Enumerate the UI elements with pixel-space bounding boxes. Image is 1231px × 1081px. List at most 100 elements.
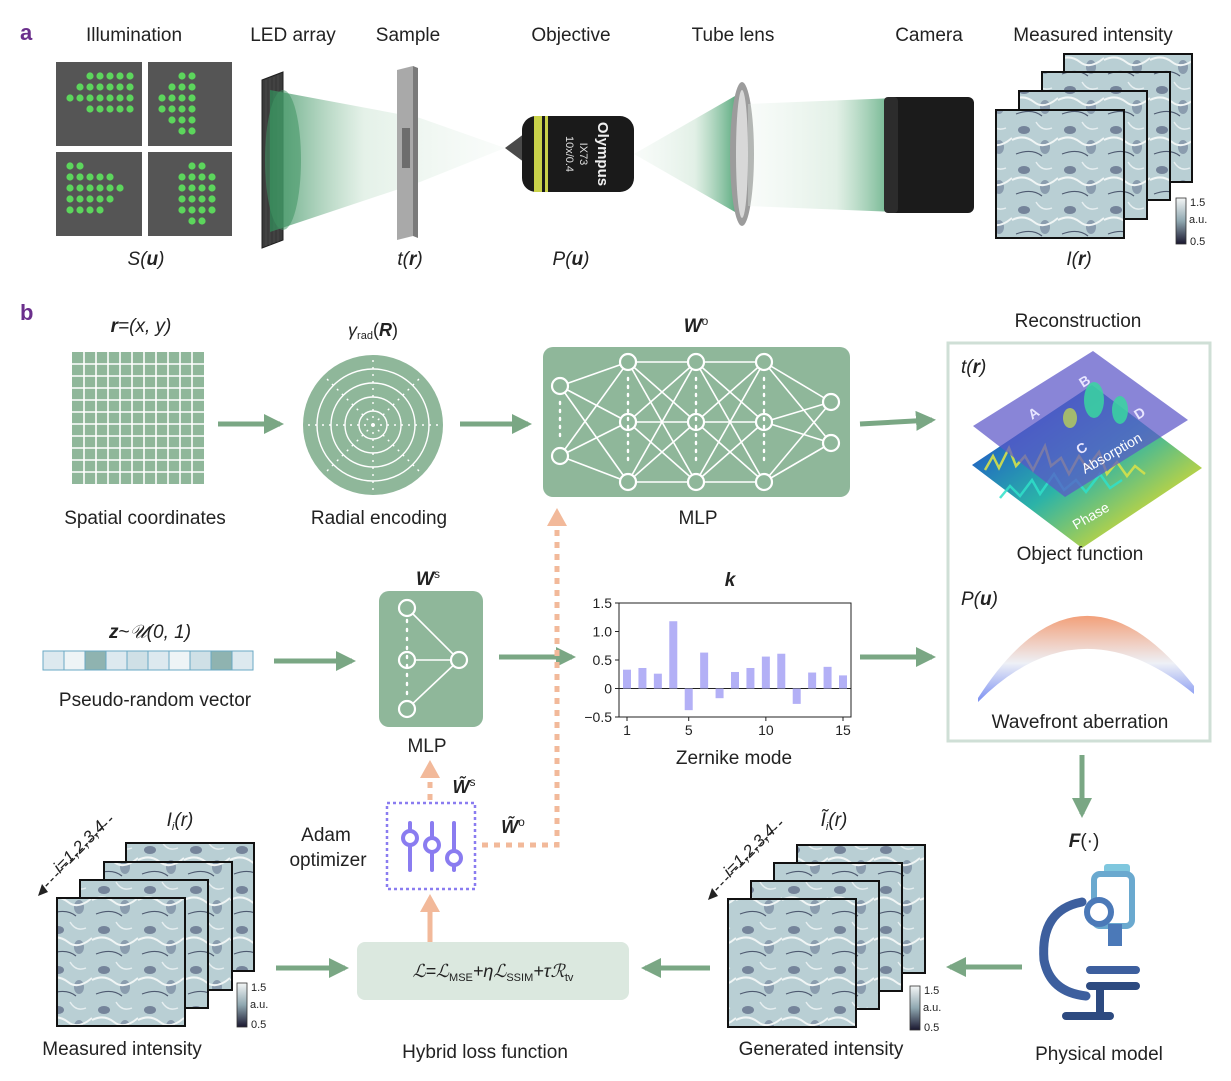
W-s-label: Ws xyxy=(416,567,440,590)
vector-cell xyxy=(126,650,149,671)
colorbar-generated: 1.5 a.u. 0.5 xyxy=(909,985,941,1034)
chart-y-tick-label: 0 xyxy=(604,681,612,697)
vector-cell xyxy=(147,650,170,671)
symbol-S-u: S(u) xyxy=(128,249,165,270)
led-dot xyxy=(168,94,176,102)
measured-intensity-stack-bottom xyxy=(56,842,255,1027)
chart-x-tick-label: 5 xyxy=(685,722,693,738)
led-dot xyxy=(188,116,196,124)
chart-y-tick-label: −0.5 xyxy=(584,709,612,725)
led-dot xyxy=(188,83,196,91)
led-dot xyxy=(96,206,104,214)
led-dot xyxy=(106,94,114,102)
led-dot xyxy=(66,195,74,203)
I-i-label: Ii(r) xyxy=(167,810,194,833)
led-dot xyxy=(66,173,74,181)
panel-a-label: a xyxy=(20,20,33,45)
led-dot xyxy=(158,105,166,113)
vector-cell xyxy=(42,650,65,671)
pseudo-random-vector-label: Pseudo-random vector xyxy=(59,690,252,711)
led-dot xyxy=(178,173,186,181)
led-dot xyxy=(86,94,94,102)
led-dot xyxy=(76,94,84,102)
led-dot xyxy=(86,195,94,203)
W-tilde-s-label: W̃s xyxy=(453,775,476,797)
vector-cell xyxy=(189,650,212,671)
led-dot xyxy=(158,94,166,102)
hybrid-loss-label: Hybrid loss function xyxy=(402,1042,568,1063)
objective-brand: Olympus xyxy=(594,122,611,186)
chart-bar xyxy=(761,656,770,689)
led-dot xyxy=(96,105,104,113)
led-dot xyxy=(86,83,94,91)
index-arrow-measured xyxy=(41,817,113,891)
led-dot xyxy=(168,83,176,91)
illumination-header: Illumination xyxy=(86,25,182,46)
led-dot xyxy=(76,162,84,170)
chart-bar xyxy=(638,667,647,689)
chart-frame xyxy=(618,602,852,718)
chart-y-tick-label: 1.0 xyxy=(593,624,613,640)
chart-x-tick-label: 1 xyxy=(623,722,631,738)
P-u-label: P(u) xyxy=(961,589,998,610)
i-index-measured: i=1,2,3,4 xyxy=(49,817,109,877)
led-dot xyxy=(126,105,134,113)
led-dot xyxy=(86,184,94,192)
led-dot xyxy=(208,206,216,214)
chart-bar xyxy=(777,653,786,689)
vector-cell xyxy=(210,650,233,671)
led-dot xyxy=(76,195,84,203)
led-dot xyxy=(116,94,124,102)
F-operator-label: F(·) xyxy=(1069,831,1100,852)
colorbar-measured-min: 0.5 xyxy=(251,1019,266,1031)
camera-header: Camera xyxy=(895,25,963,46)
colorbar-generated-max: 1.5 xyxy=(924,985,939,997)
reconstruction-header: Reconstruction xyxy=(1015,311,1142,332)
led-dot xyxy=(198,217,206,225)
led-dot xyxy=(126,94,134,102)
chart-bar xyxy=(623,669,631,689)
index-arrow-generated xyxy=(711,821,783,895)
radial-encoding-disk xyxy=(303,355,443,495)
objective-beam xyxy=(634,96,735,212)
chart-bar xyxy=(731,671,739,689)
t-r-label: t(r) xyxy=(961,357,986,378)
coordinate-grid xyxy=(72,352,204,484)
led-dot xyxy=(96,72,104,80)
chart-bar xyxy=(669,621,678,689)
led-dot xyxy=(106,184,114,192)
led-dot xyxy=(208,173,216,181)
spatial-coordinates-label: Spatial coordinates xyxy=(64,508,226,529)
led-dot xyxy=(178,72,186,80)
generated-intensity-label: Generated intensity xyxy=(739,1039,904,1060)
led-dot xyxy=(188,217,196,225)
led-dot xyxy=(178,94,186,102)
led-dot xyxy=(116,105,124,113)
gamma-rad-label: γrad(R) xyxy=(348,320,398,342)
chart-bar xyxy=(792,688,801,704)
chart-bar xyxy=(684,688,693,711)
coords-label: r=(x, y) xyxy=(111,316,172,337)
led-array-header: LED array xyxy=(250,25,336,46)
gradient-update-arrows xyxy=(420,508,567,848)
chart-x-tick-label: 15 xyxy=(835,722,851,738)
led-dot xyxy=(116,83,124,91)
led-dot xyxy=(168,105,176,113)
vector-cell xyxy=(63,650,86,671)
physical-model-label: Physical model xyxy=(1035,1044,1163,1065)
led-dot xyxy=(76,206,84,214)
measured-intensity-header: Measured intensity xyxy=(1013,25,1173,46)
led-dot xyxy=(106,105,114,113)
W-tilde-o-label: W̃o xyxy=(501,815,525,837)
mlp-small-label: MLP xyxy=(407,736,446,757)
led-dot xyxy=(188,72,196,80)
led-dot xyxy=(178,127,186,135)
led-dot xyxy=(86,105,94,113)
small-mlp-network xyxy=(379,591,483,727)
vector-cell xyxy=(231,650,254,671)
led-dot xyxy=(208,184,216,192)
led-dot xyxy=(96,195,104,203)
illumination-patterns xyxy=(56,62,232,236)
led-dot xyxy=(66,94,74,102)
